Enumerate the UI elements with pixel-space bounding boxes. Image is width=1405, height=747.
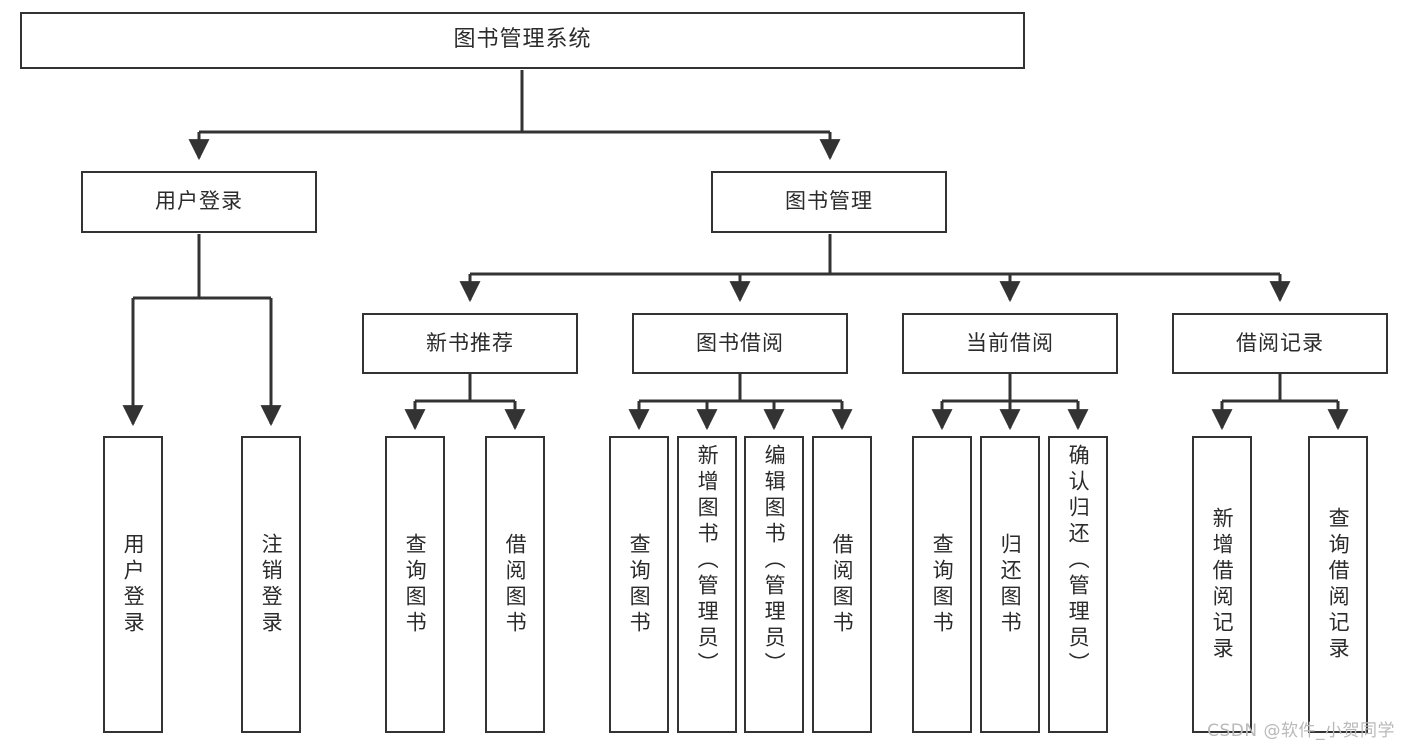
leaf-logout-login-label: 注销登录 [259, 532, 284, 637]
leaf-borrow-book-2-label: 借阅图书 [830, 532, 855, 637]
leaf-add-record[interactable]: 新增借阅记录 [1192, 436, 1252, 733]
leaf-borrow-book-1-label: 借阅图书 [503, 532, 528, 637]
leaf-query-book-3-label: 查询图书 [930, 532, 955, 637]
leaf-user-login-label: 用户登录 [121, 532, 146, 637]
leaf-query-record-label: 查询借阅记录 [1326, 506, 1351, 663]
node-user-login-label: 用户登录 [155, 189, 243, 214]
leaf-query-book-3[interactable]: 查询图书 [912, 436, 972, 733]
leaf-edit-book-label: 编辑图书（管理员） [762, 444, 787, 678]
node-new-book-recommend[interactable]: 新书推荐 [362, 313, 578, 374]
leaf-borrow-book-2[interactable]: 借阅图书 [812, 436, 872, 733]
node-book-borrow-label: 图书借阅 [696, 330, 784, 355]
leaf-query-book-2-label: 查询图书 [627, 532, 652, 637]
leaf-borrow-book-1[interactable]: 借阅图书 [485, 436, 545, 733]
leaf-return-book-label: 归还图书 [998, 532, 1023, 637]
node-book-manage[interactable]: 图书管理 [711, 171, 947, 233]
node-user-login[interactable]: 用户登录 [81, 171, 317, 233]
leaf-return-book[interactable]: 归还图书 [980, 436, 1040, 733]
leaf-edit-book[interactable]: 编辑图书（管理员） [744, 436, 804, 733]
leaf-query-book-2[interactable]: 查询图书 [609, 436, 669, 733]
leaf-query-record[interactable]: 查询借阅记录 [1308, 436, 1368, 733]
leaf-add-book[interactable]: 新增图书（管理员） [677, 436, 737, 733]
leaf-query-book-1-label: 查询图书 [403, 532, 428, 637]
leaf-confirm-return-label: 确认归还（管理员） [1066, 444, 1091, 678]
node-book-manage-label: 图书管理 [785, 189, 873, 214]
node-borrow-record-label: 借阅记录 [1236, 330, 1324, 355]
node-current-borrow[interactable]: 当前借阅 [902, 313, 1118, 374]
node-borrow-record[interactable]: 借阅记录 [1172, 313, 1388, 374]
node-book-borrow[interactable]: 图书借阅 [632, 313, 848, 374]
leaf-query-book-1[interactable]: 查询图书 [385, 436, 445, 733]
leaf-confirm-return[interactable]: 确认归还（管理员） [1048, 436, 1108, 733]
node-new-book-recommend-label: 新书推荐 [426, 330, 514, 355]
node-root-label: 图书管理系统 [453, 27, 592, 53]
watermark: CSDN @软件_小贺同学 [1207, 721, 1395, 741]
leaf-add-book-label: 新增图书（管理员） [695, 444, 720, 678]
leaf-user-login[interactable]: 用户登录 [103, 436, 163, 733]
leaf-logout-login[interactable]: 注销登录 [241, 436, 301, 733]
node-root[interactable]: 图书管理系统 [20, 12, 1025, 69]
leaf-add-record-label: 新增借阅记录 [1210, 506, 1235, 663]
node-current-borrow-label: 当前借阅 [966, 330, 1054, 355]
